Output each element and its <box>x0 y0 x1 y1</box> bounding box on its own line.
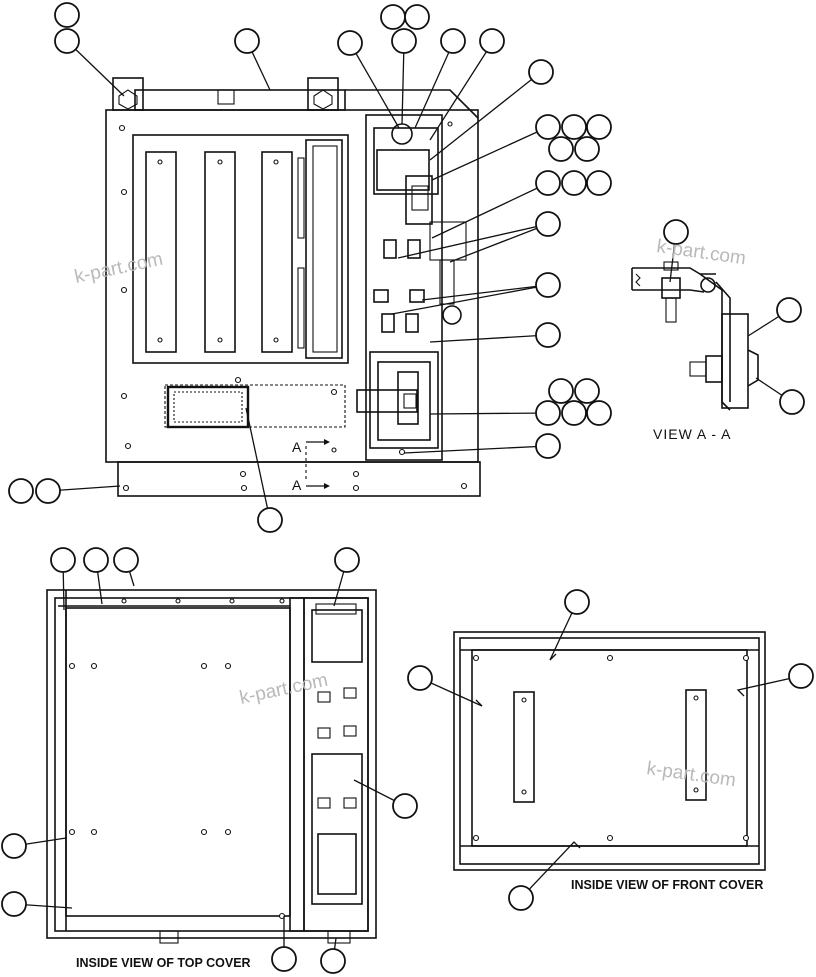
callout <box>663 219 689 245</box>
callout <box>548 136 574 162</box>
callout <box>574 378 600 404</box>
callout <box>54 28 80 54</box>
callout <box>392 793 418 819</box>
callout <box>334 547 360 573</box>
view-aa-detail: VIEW A - A <box>631 219 805 442</box>
watermark: k-part.com <box>645 758 737 791</box>
watermark: k-part.com <box>238 670 330 709</box>
callout <box>391 28 417 54</box>
callout <box>404 4 430 30</box>
main-panel: A A <box>8 2 612 533</box>
main-callouts <box>8 2 612 533</box>
callout <box>271 946 297 972</box>
callout <box>535 400 561 426</box>
mounting-holes <box>118 121 468 492</box>
callout <box>1 833 27 859</box>
callout <box>257 507 283 533</box>
front-cover-view: INSIDE VIEW OF FRONT COVER <box>407 589 814 911</box>
disconnect-handle <box>356 351 439 449</box>
top-cover-caption: INSIDE VIEW OF TOP COVER <box>76 956 251 970</box>
callout <box>35 478 61 504</box>
front-cover-caption: INSIDE VIEW OF FRONT COVER <box>571 878 763 892</box>
callout <box>337 30 363 56</box>
callout <box>535 114 561 140</box>
callout <box>50 547 76 573</box>
callout <box>561 114 587 140</box>
din-rails <box>145 151 293 353</box>
callout <box>574 136 600 162</box>
callout <box>54 2 80 28</box>
watermark: k-part.com <box>655 236 747 269</box>
callout <box>320 948 346 974</box>
section-label-a-upper: A <box>292 439 302 455</box>
callout <box>535 211 561 237</box>
callout <box>479 28 505 54</box>
callout <box>586 114 612 140</box>
callout <box>8 478 34 504</box>
callout <box>407 665 433 691</box>
watermark: k-part.com <box>73 249 165 288</box>
callout <box>561 400 587 426</box>
front-cover-holes <box>472 654 750 842</box>
callout <box>234 28 260 54</box>
callout <box>586 400 612 426</box>
callout <box>380 4 406 30</box>
top-cover-holes <box>68 598 286 920</box>
callout <box>535 272 561 298</box>
callout <box>776 297 802 323</box>
callout <box>113 547 139 573</box>
main-leader-lines <box>47 40 549 521</box>
callout <box>779 389 805 415</box>
section-label-a-lower: A <box>292 477 302 493</box>
callout <box>1 891 27 917</box>
callout <box>440 28 466 54</box>
view-aa-label: VIEW A - A <box>653 426 731 442</box>
callout <box>535 433 561 459</box>
callout <box>548 378 574 404</box>
callout <box>83 547 109 573</box>
callout <box>561 170 587 196</box>
top-cover-view: INSIDE VIEW OF TOP COVER <box>1 547 418 974</box>
terminal-blocks <box>317 687 357 809</box>
callout <box>535 170 561 196</box>
callout <box>508 885 534 911</box>
callout <box>528 59 554 85</box>
callout <box>564 589 590 615</box>
callout <box>586 170 612 196</box>
section-marker: A A <box>292 439 330 493</box>
callout <box>535 322 561 348</box>
callout <box>788 663 814 689</box>
toggle-switches <box>373 239 425 333</box>
watermarks: k-part.com k-part.com k-part.com k-part.… <box>73 236 747 791</box>
